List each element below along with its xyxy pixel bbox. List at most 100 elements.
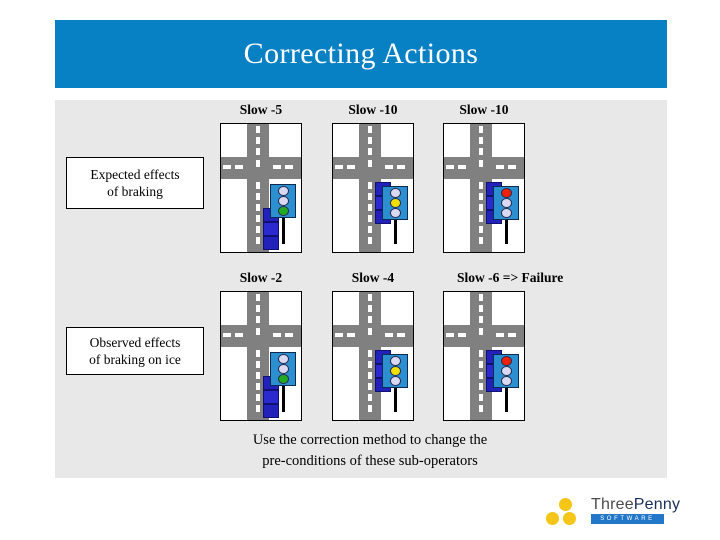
lane-dash <box>368 328 372 335</box>
traffic-light-bulb-green <box>389 208 401 218</box>
lane-dash <box>368 394 372 401</box>
traffic-light <box>270 352 296 386</box>
lane-dash <box>256 215 260 222</box>
lane-dash <box>479 215 483 222</box>
title-banner: Correcting Actions <box>55 20 667 88</box>
logo-dot-icon <box>546 512 559 525</box>
traffic-light-bulb-yellow <box>500 198 512 208</box>
slide-caption: Use the correction method to change the … <box>160 430 580 472</box>
car <box>263 208 279 250</box>
traffic-light <box>493 354 519 388</box>
lane-dash <box>256 204 260 211</box>
traffic-light-bulb-green <box>277 206 289 216</box>
lane-dash <box>479 361 483 368</box>
traffic-light-pole <box>505 218 508 244</box>
traffic-light-bulb-yellow <box>389 366 401 376</box>
row-label-expected: Expected effects of braking <box>66 157 204 209</box>
lane-dash <box>256 316 260 323</box>
lane-dash <box>397 333 405 337</box>
lane-dash <box>235 165 243 169</box>
lane-dash <box>385 165 393 169</box>
lane-dash <box>479 237 483 244</box>
traffic-light-bulb-red <box>277 354 289 364</box>
lane-dash <box>368 350 372 357</box>
lane-dash <box>479 350 483 357</box>
lane-dash <box>479 148 483 155</box>
lane-dash <box>223 165 231 169</box>
lane-dash <box>479 405 483 412</box>
lane-dash <box>368 237 372 244</box>
lane-dash <box>479 394 483 401</box>
lane-dash <box>446 165 454 169</box>
lane-dash <box>368 372 372 379</box>
lane-dash <box>479 226 483 233</box>
lane-dash <box>273 333 281 337</box>
traffic-light-bulb-green <box>500 376 512 386</box>
lane-dash <box>368 305 372 312</box>
logo-dot-icon <box>563 512 576 525</box>
lane-dash <box>496 165 504 169</box>
lane-dash <box>256 372 260 379</box>
lane-dash <box>256 350 260 357</box>
horizontal-road <box>333 325 413 347</box>
lane-dash <box>256 361 260 368</box>
traffic-light-bulb-yellow <box>277 196 289 206</box>
lane-dash <box>256 294 260 301</box>
lane-dash <box>368 361 372 368</box>
lane-dash <box>368 137 372 144</box>
lane-dash <box>347 165 355 169</box>
traffic-light-pole <box>394 218 397 244</box>
lane-dash <box>479 126 483 133</box>
lane-dash <box>235 333 243 337</box>
lane-dash <box>496 333 504 337</box>
page-title: Correcting Actions <box>243 37 479 70</box>
intersection-diagram <box>443 123 525 253</box>
horizontal-road <box>444 157 524 179</box>
logo-dot-icon <box>559 498 572 511</box>
lane-dash <box>479 372 483 379</box>
horizontal-road <box>444 325 524 347</box>
row-label-expected-line1: Expected effects <box>90 166 180 182</box>
lane-dash <box>347 333 355 337</box>
caption-line-1: Use the correction method to change the <box>252 432 488 448</box>
car-segment <box>263 404 279 418</box>
lane-dash <box>508 333 516 337</box>
lane-dash <box>479 383 483 390</box>
lane-dash <box>368 226 372 233</box>
lane-dash <box>479 193 483 200</box>
traffic-light-pole <box>505 386 508 412</box>
lane-dash <box>256 137 260 144</box>
traffic-light-bulb-red <box>389 188 401 198</box>
logo-dots-icon <box>546 498 588 526</box>
lane-dash <box>385 333 393 337</box>
logo-word-first: Three <box>591 496 634 513</box>
traffic-light-bulb-red <box>500 188 512 198</box>
lane-dash <box>368 160 372 167</box>
lane-dash <box>256 383 260 390</box>
lane-dash <box>479 204 483 211</box>
traffic-light-pole <box>394 386 397 412</box>
lane-dash <box>273 165 281 169</box>
scene-title: Slow -5 <box>239 102 283 117</box>
lane-dash <box>368 405 372 412</box>
scene-title: Slow -2 <box>239 270 283 285</box>
traffic-light-bulb-green <box>277 374 289 384</box>
lane-dash <box>368 383 372 390</box>
traffic-light-bulb-red <box>500 356 512 366</box>
horizontal-road <box>221 157 301 179</box>
threepenny-logo: ThreePenny SOFTWARE <box>546 496 680 528</box>
lane-dash <box>256 193 260 200</box>
intersection-diagram <box>443 291 525 421</box>
lane-dash <box>256 328 260 335</box>
logo-wordmark: ThreePenny <box>591 496 680 513</box>
intersection-diagram <box>220 291 302 421</box>
lane-dash <box>256 226 260 233</box>
lane-dash <box>256 160 260 167</box>
car-segment <box>263 390 279 404</box>
lane-dash <box>285 333 293 337</box>
traffic-light <box>382 354 408 388</box>
intersection-diagram <box>332 291 414 421</box>
traffic-light-bulb-red <box>277 186 289 196</box>
lane-dash <box>368 294 372 301</box>
